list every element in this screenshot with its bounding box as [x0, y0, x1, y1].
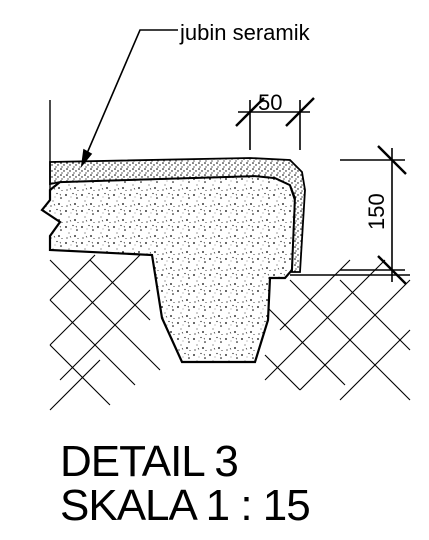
- concrete-body: [40, 174, 297, 364]
- tile-callout-label: jubin seramik: [179, 20, 311, 45]
- ceramic-tile-layer: [49, 157, 306, 273]
- dimension-horizontal: [235, 97, 315, 150]
- earth-hatch: [49, 254, 411, 411]
- dimension-horizontal-label: 50: [258, 90, 282, 115]
- tile-callout: [80, 29, 178, 168]
- dimension-vertical-label: 150: [364, 193, 389, 230]
- detail-title: DETAIL 3: [60, 437, 239, 486]
- dimension-vertical: [340, 145, 407, 285]
- scale-title: SKALA 1 : 15: [60, 481, 311, 530]
